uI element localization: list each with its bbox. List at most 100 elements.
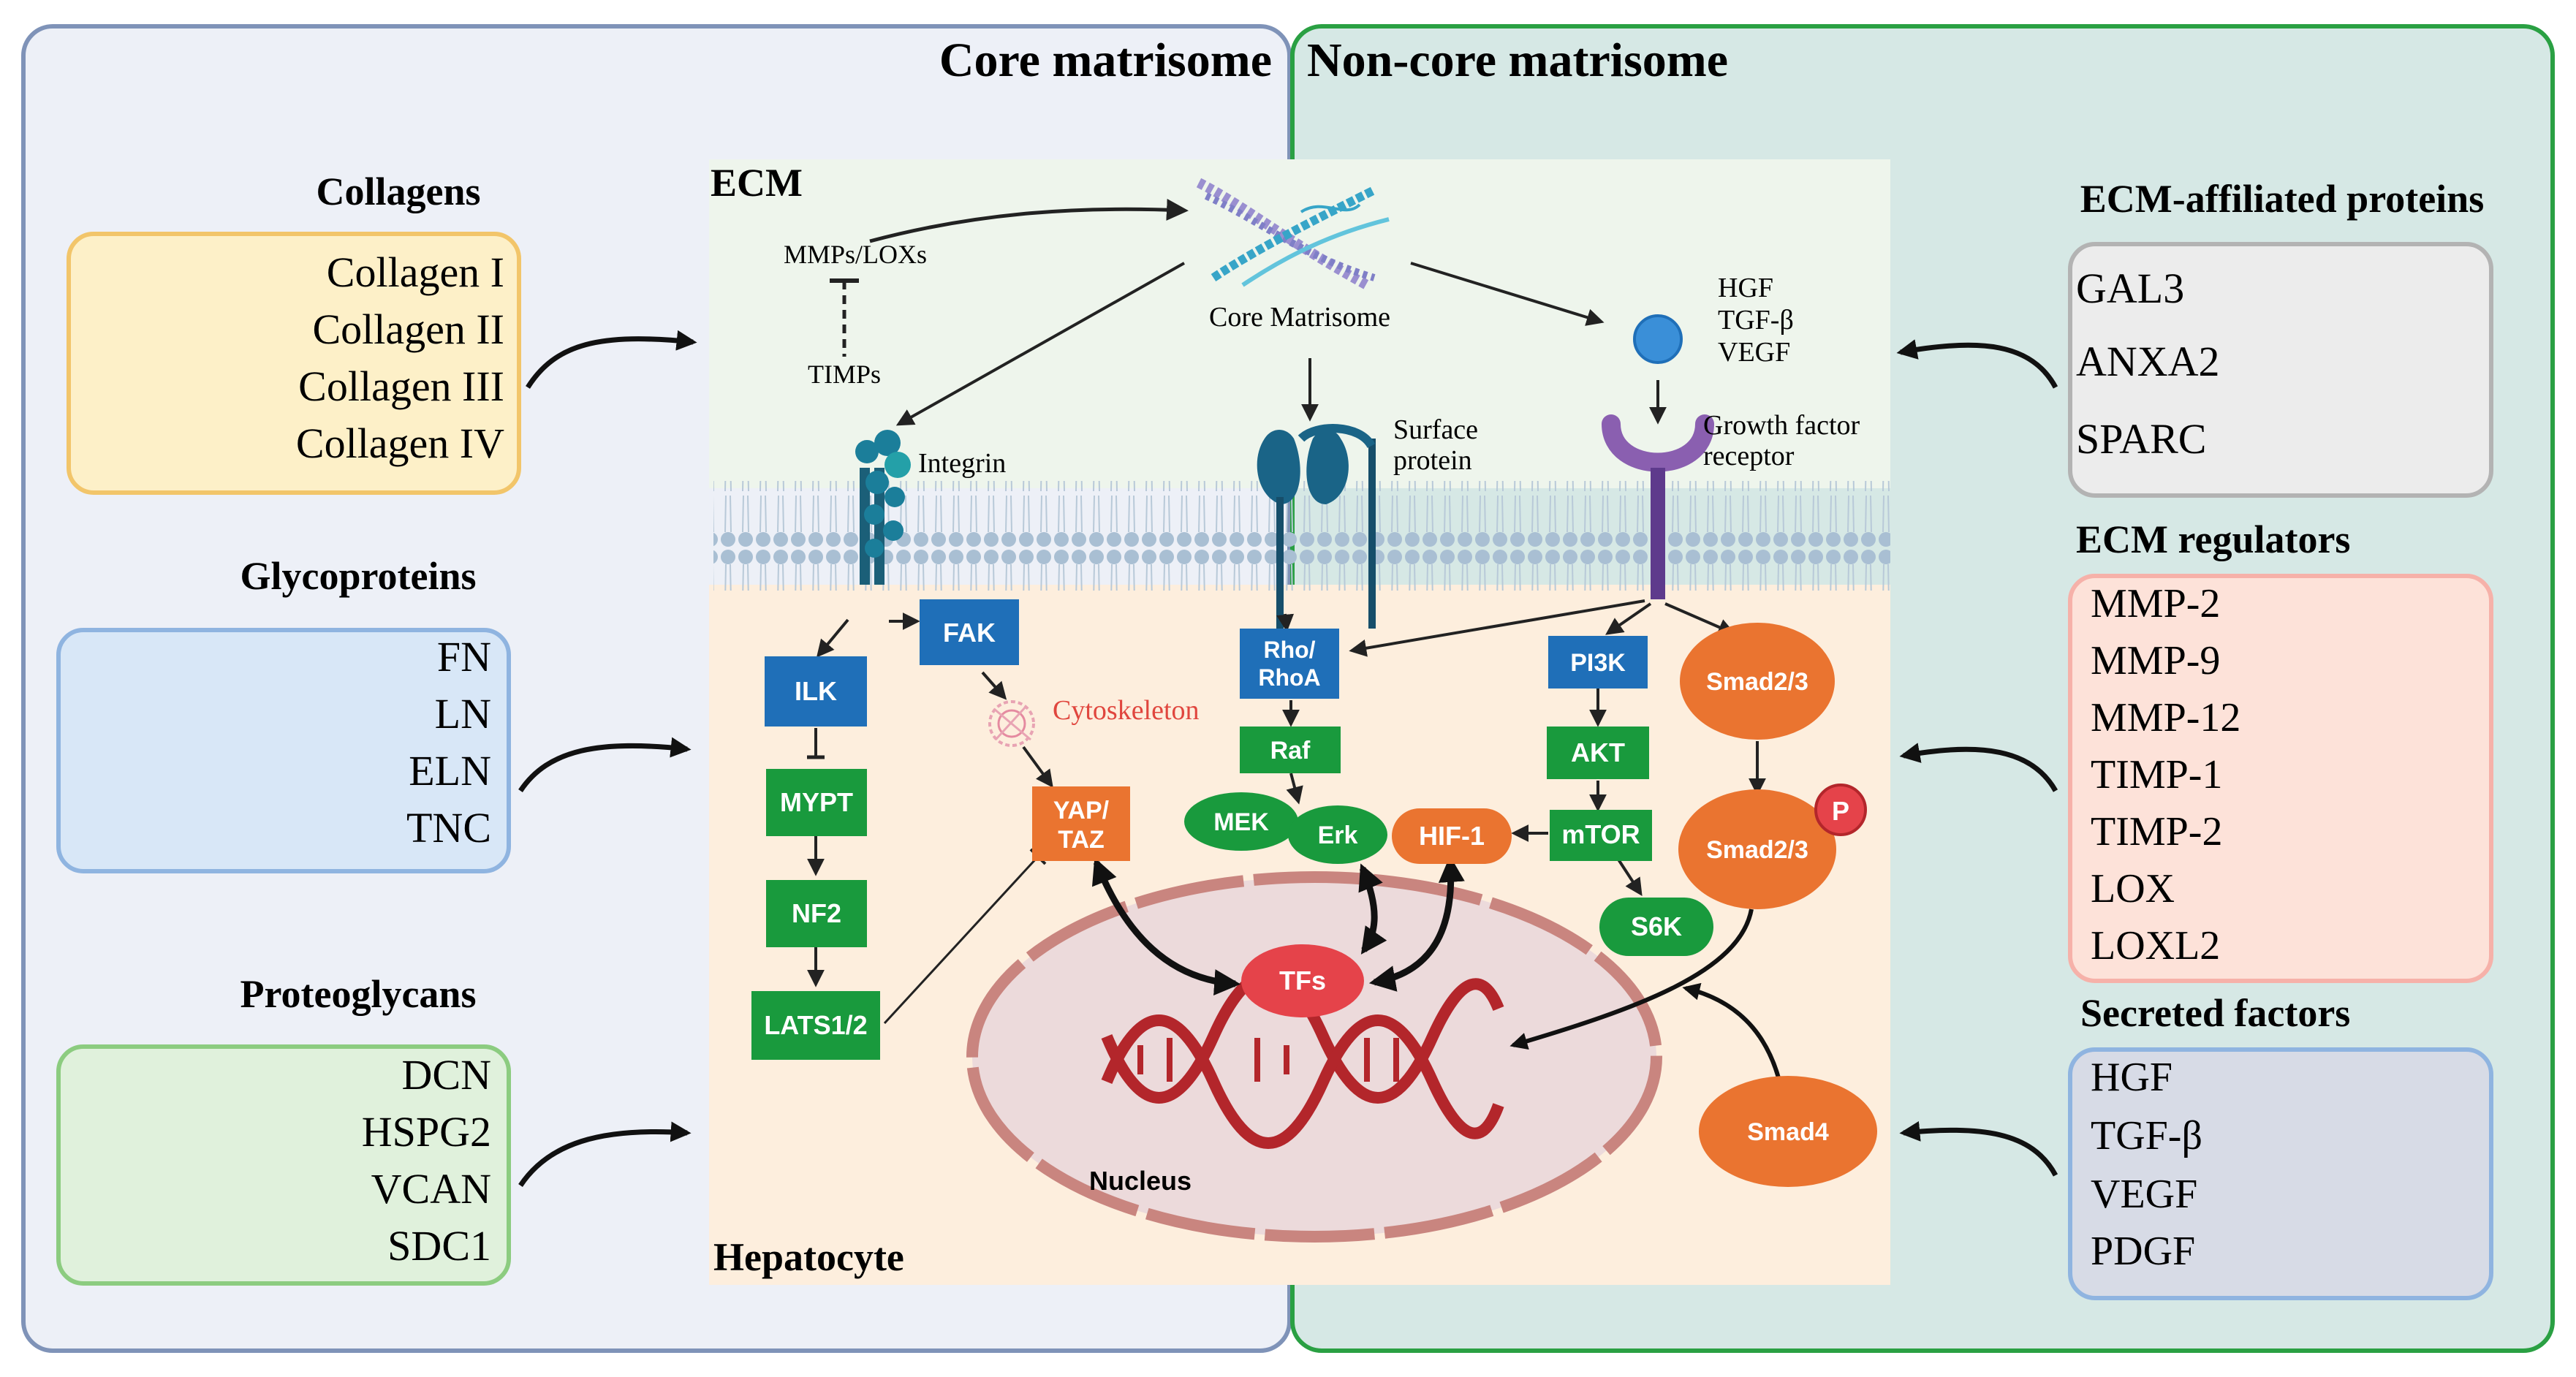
svg-text:HIF-1: HIF-1 bbox=[1419, 821, 1485, 851]
node-smad23: Smad2/3 bbox=[1680, 623, 1835, 740]
proteoglycans-box bbox=[56, 1044, 511, 1286]
arrow-glycoproteins-to-cell bbox=[518, 737, 692, 792]
proteo-hspg2: HSPG2 bbox=[362, 1108, 491, 1156]
arrow-smad-to-dna bbox=[1509, 908, 1754, 1050]
proteo-sdc1: SDC1 bbox=[387, 1222, 491, 1270]
aff-gal3: GAL3 bbox=[2076, 265, 2184, 312]
sec-pdgf: PDGF bbox=[2091, 1229, 2195, 1274]
svg-text:mTOR: mTOR bbox=[1561, 819, 1640, 849]
integrin-icon bbox=[855, 430, 911, 585]
sec-hgf: HGF bbox=[2091, 1055, 2172, 1100]
node-ilk: ILK bbox=[765, 656, 867, 727]
collagen-3: Collagen III bbox=[298, 363, 504, 410]
svg-text:NF2: NF2 bbox=[792, 898, 841, 928]
svg-text:AKT: AKT bbox=[1571, 737, 1625, 767]
cytoskeleton-icon bbox=[988, 700, 1035, 747]
collagen-2: Collagen II bbox=[312, 306, 504, 353]
svg-text:PI3K: PI3K bbox=[1570, 649, 1626, 677]
proteoglycans-title: Proteoglycans bbox=[240, 972, 477, 1016]
arrow-surface-to-rho bbox=[1276, 613, 1295, 632]
aff-sparc: SPARC bbox=[2076, 415, 2206, 463]
arrow-matrisome-to-gf bbox=[1410, 262, 1605, 326]
node-akt: AKT bbox=[1547, 727, 1649, 779]
svg-text:P: P bbox=[1832, 796, 1849, 826]
glyco-eln: ELN bbox=[409, 747, 491, 794]
reg-mmp9: MMP-9 bbox=[2091, 638, 2220, 683]
arrow-collagens-to-cell bbox=[526, 330, 697, 389]
proteo-dcn: DCN bbox=[402, 1051, 491, 1099]
reg-timp2: TIMP-2 bbox=[2091, 809, 2222, 854]
svg-text:MEK: MEK bbox=[1213, 808, 1269, 836]
svg-text:Smad2/3: Smad2/3 bbox=[1706, 668, 1808, 696]
integrin-label: Integrin bbox=[918, 448, 1006, 479]
svg-text:MYPT: MYPT bbox=[780, 787, 853, 817]
svg-text:Smad4: Smad4 bbox=[1747, 1118, 1829, 1146]
arrow-mtor-to-s6k bbox=[1617, 858, 1643, 897]
svg-text:Rho/: Rho/ bbox=[1263, 637, 1315, 663]
arrow-receptor-to-rho bbox=[1349, 599, 1645, 657]
mmps-loxs-label: MMPs/LOXs bbox=[784, 240, 927, 269]
node-tfs: TFs bbox=[1241, 944, 1364, 1017]
nucleus-label: Nucleus bbox=[1089, 1166, 1192, 1196]
ecm-label: ECM bbox=[711, 161, 803, 205]
node-erk: Erk bbox=[1288, 805, 1387, 864]
surface-protein-label-1: Surface bbox=[1393, 414, 1478, 445]
arrow-proteoglycans-to-cell bbox=[518, 1121, 692, 1187]
arrow-receptor-to-pi3k bbox=[1605, 602, 1652, 635]
node-s6k: S6K bbox=[1599, 898, 1713, 956]
gf-receptor-label-1: Growth factor bbox=[1703, 410, 1860, 441]
reg-loxl2: LOXL2 bbox=[2091, 923, 2220, 968]
proteo-vcan: VCAN bbox=[371, 1165, 491, 1213]
node-nf2: NF2 bbox=[766, 880, 867, 947]
node-hif1: HIF-1 bbox=[1392, 808, 1512, 864]
arrow-raf-to-erk bbox=[1286, 773, 1303, 805]
node-yap-taz: YAP/ TAZ bbox=[1032, 786, 1130, 861]
core-matrisome-fibers-icon bbox=[1196, 178, 1390, 290]
node-mek: MEK bbox=[1184, 792, 1298, 851]
arrow-matrisome-to-integrin bbox=[895, 262, 1185, 426]
lats-inhibits-yap-line bbox=[883, 855, 1039, 1025]
dna-helix-icon bbox=[1101, 969, 1504, 1149]
arrow-affiliated-to-cell bbox=[1896, 339, 2058, 389]
arrow-yap-tfs bbox=[1091, 857, 1241, 996]
ecm-regulators-title: ECM regulators bbox=[2076, 517, 2350, 561]
node-raf: Raf bbox=[1240, 727, 1341, 773]
svg-text:LATS1/2: LATS1/2 bbox=[764, 1010, 867, 1040]
node-fak: FAK bbox=[920, 599, 1019, 665]
svg-text:YAP/: YAP/ bbox=[1053, 797, 1110, 824]
svg-text:Erk: Erk bbox=[1318, 822, 1358, 849]
sec-vegf: VEGF bbox=[2091, 1172, 2197, 1217]
arrow-cytoskeleton-to-yap bbox=[1022, 746, 1053, 788]
node-smad4: Smad4 bbox=[1699, 1076, 1877, 1187]
gf-tgfb: TGF-β bbox=[1718, 305, 1794, 335]
glyco-tnc: TNC bbox=[406, 804, 491, 851]
reg-timp1: TIMP-1 bbox=[2091, 752, 2222, 797]
svg-text:S6K: S6K bbox=[1631, 911, 1682, 941]
svg-text:FAK: FAK bbox=[943, 618, 996, 648]
secreted-factors-box bbox=[2068, 1047, 2493, 1300]
growth-factor-receptor-icon bbox=[1602, 414, 1714, 599]
arrow-secreted-to-cell bbox=[1899, 1120, 2058, 1177]
collagens-title: Collagens bbox=[316, 170, 480, 213]
growth-factor-ball-icon bbox=[1633, 314, 1683, 364]
reg-lox: LOX bbox=[2091, 866, 2175, 911]
secreted-factors-title: Secreted factors bbox=[2080, 991, 2350, 1035]
collagen-1: Collagen I bbox=[327, 249, 504, 296]
glycoproteins-box bbox=[56, 628, 511, 873]
arrow-hif-tfs bbox=[1368, 855, 1465, 992]
svg-text:TAZ: TAZ bbox=[1058, 826, 1105, 854]
cytoskeleton-label: Cytoskeleton bbox=[1053, 695, 1200, 726]
noncore-matrisome-title: Non-core matrisome bbox=[1307, 34, 1728, 87]
node-mtor: mTOR bbox=[1550, 810, 1652, 861]
nucleus bbox=[966, 871, 1662, 1243]
ecm-regulators-box bbox=[2068, 574, 2493, 983]
node-mypt: MYPT bbox=[766, 769, 867, 836]
node-lats: LATS1/2 bbox=[751, 991, 880, 1060]
glyco-fn: FN bbox=[437, 633, 491, 680]
aff-anxa2: ANXA2 bbox=[2076, 338, 2220, 385]
svg-text:RhoA: RhoA bbox=[1258, 664, 1320, 691]
reg-mmp2: MMP-2 bbox=[2091, 581, 2220, 626]
surface-protein-label-2: protein bbox=[1393, 445, 1472, 476]
svg-text:TFs: TFs bbox=[1279, 966, 1326, 995]
